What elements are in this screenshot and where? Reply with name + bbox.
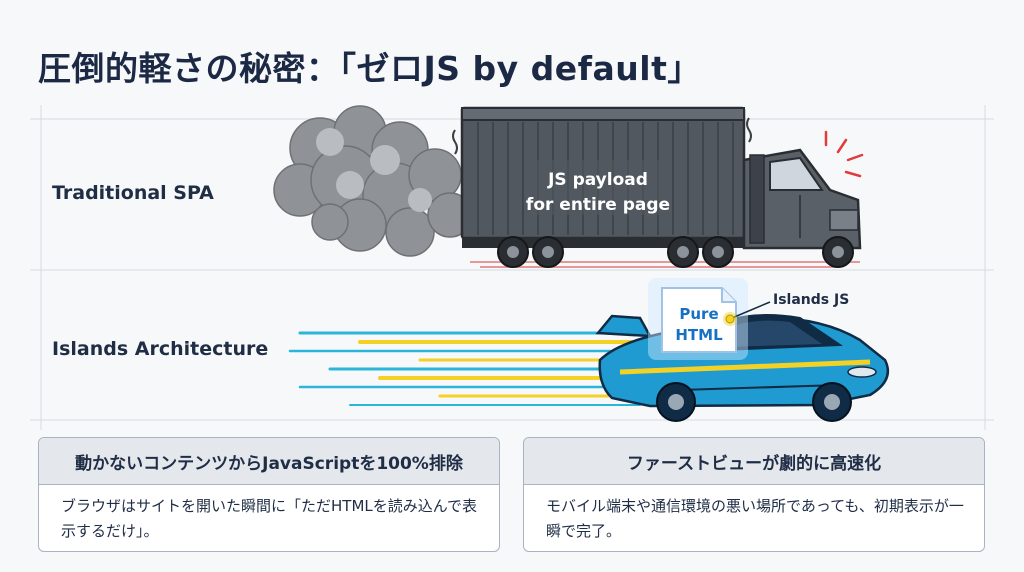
row-label-traditional-spa: Traditional SPA (52, 182, 214, 204)
exhaust-smoke-cloud (273, 105, 473, 257)
car-wheel-rims (668, 394, 840, 410)
page-title: 圧倒的軽さの秘密：「ゼロJS by default」 (38, 49, 701, 88)
speed-lines (288, 320, 642, 406)
benefit-card-first-view: ファーストビューが劇的に高速化 モバイル端末や通信環境の悪い場所であっても、初期… (523, 437, 985, 552)
row-label-islands-architecture: Islands Architecture (52, 338, 269, 360)
html-icon-line2: HTML (675, 326, 723, 344)
smoke-highlights (316, 128, 432, 212)
road-skid-marks (470, 261, 860, 268)
cargo-container (460, 106, 746, 240)
benefit-card-js-removal: 動かないコンテンツからJavaScriptを100%排除 ブラウザはサイトを開い… (38, 437, 500, 552)
card-body: モバイル端末や通信環境の悪い場所であっても、初期表示が一瞬で完了。 (546, 497, 964, 540)
wheel-hubs (507, 246, 844, 258)
strain-lines (452, 117, 752, 155)
container-text-line1: JS payload (547, 170, 648, 190)
truck-cab (462, 148, 862, 250)
islands-js-label: Islands JS (773, 292, 849, 308)
html-icon-line1: Pure (679, 305, 718, 323)
card-body: ブラウザはサイトを開いた瞬間に「ただHTMLを読み込んで表示するだけ」。 (61, 497, 477, 540)
card-heading: ファーストビューが劇的に高速化 (524, 438, 984, 485)
card-heading: 動かないコンテンツからJavaScriptを100%排除 (39, 438, 499, 485)
html-document-icon (648, 278, 748, 360)
islands-js-callout (723, 301, 771, 326)
container-text-line2: for entire page (526, 195, 670, 215)
alert-spark-lines (824, 130, 864, 178)
